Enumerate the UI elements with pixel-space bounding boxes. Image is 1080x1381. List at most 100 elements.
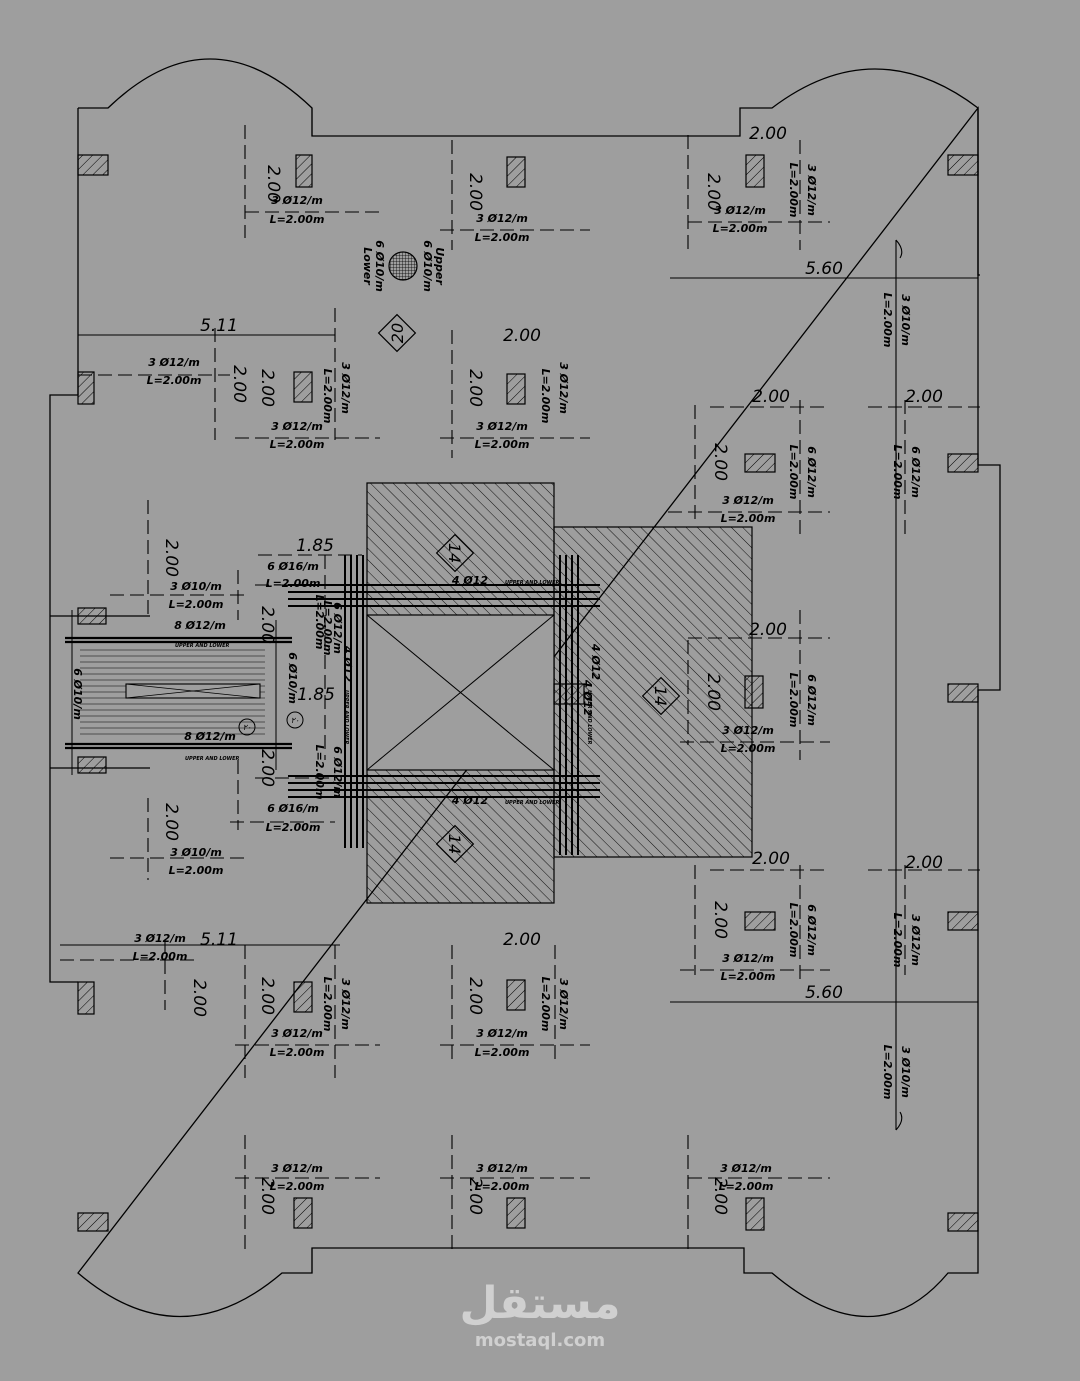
- dimension-value: 2.00: [703, 173, 723, 211]
- dimension-value: 2.00: [263, 165, 283, 203]
- upper-lower-note: UPPER AND LOWER: [175, 643, 230, 649]
- core-bars: [288, 555, 600, 855]
- rebar-label: L=2.00m: [147, 374, 202, 387]
- diamond-tag-icon: [435, 824, 475, 864]
- rebar-label: L=2.00m: [133, 950, 188, 963]
- rebar-label: 4 Ø12: [451, 574, 488, 587]
- core-slab: [366, 482, 753, 904]
- rebar-label: L=2.00m: [475, 231, 530, 244]
- dimension-value: 2.00: [710, 443, 730, 481]
- dimension-value: 2.00: [710, 901, 730, 939]
- rebar-label: Lower: [361, 247, 374, 285]
- rebar-label: L=2.00m: [475, 1180, 530, 1193]
- dimension-value: 2.00: [229, 365, 249, 403]
- rebar-label: L=2.00m: [787, 445, 800, 500]
- tag-number: ٢٠: [291, 716, 300, 725]
- dimension-value: 2.00: [257, 749, 277, 787]
- rebar-label: L=2.00m: [321, 369, 334, 424]
- rebar-label: Upper: [433, 247, 446, 285]
- rebar-label: 4 Ø12: [341, 645, 354, 682]
- rebar-labels-vertical: 3 Ø10/m L=2.00m Upper 6 Ø10/m 6 Ø10/m Lo…: [71, 163, 922, 1100]
- mesh-circle-icon: [388, 251, 418, 281]
- upper-lower-note: UPPER AND LOWER: [343, 690, 349, 745]
- diamond-tag-icon: [435, 533, 475, 573]
- rebar-label: 3 Ø12/m: [805, 164, 818, 216]
- dimension-value: 2.00: [905, 853, 943, 873]
- dimension-value: 2.00: [703, 673, 723, 711]
- stair: [65, 610, 292, 775]
- rebar-label: 3 Ø12/m: [339, 362, 352, 414]
- tag-number: 20: [388, 323, 407, 343]
- rebar-label: 3 Ø12/m: [339, 978, 352, 1030]
- dimension-value: 5.60: [805, 259, 843, 279]
- rebar-label: L=2.00m: [539, 977, 552, 1032]
- rebar-label: L=2.00m: [313, 595, 326, 650]
- dimension-value: 2.00: [752, 849, 790, 869]
- rebar-label: 4 Ø12: [581, 679, 594, 716]
- dimension-value: 2.00: [465, 1177, 485, 1215]
- rebar-label: 3 Ø12/m: [271, 420, 323, 433]
- rebar-label: L=2.00m: [169, 864, 224, 877]
- rebar-label: 6 Ø10/m: [421, 240, 434, 292]
- rebar-label: L=2.00m: [721, 742, 776, 755]
- tag-number: 14: [651, 686, 670, 706]
- rebar-label: 3 Ø12/m: [148, 356, 200, 369]
- rebar-label: 6 Ø12/m: [805, 904, 818, 956]
- tag-number: 14: [445, 834, 464, 854]
- circle-tag-icon: [286, 711, 304, 729]
- rebar-label: L=2.00m: [719, 1180, 774, 1193]
- rebar-label: 6 Ø16/m: [267, 802, 319, 815]
- rebar-label: L=2.00m: [266, 821, 321, 834]
- rebar-label: 6 Ø10/m: [286, 652, 299, 704]
- rebar-label: 6 Ø12/m: [805, 674, 818, 726]
- rebar-label: L=2.00m: [787, 903, 800, 958]
- upper-lower-note: UPPER AND LOWER: [185, 756, 240, 762]
- rebar-label: L=2.00m: [539, 369, 552, 424]
- rebar-label: 6 Ø12/m: [805, 446, 818, 498]
- dimension-value: 2.00: [503, 326, 541, 346]
- rebar-label: 3 Ø12/m: [134, 932, 186, 945]
- rebar-label: L=2.00m: [169, 598, 224, 611]
- dimension-value: 2.00: [189, 979, 209, 1017]
- rebar-label: 3 Ø12/m: [476, 420, 528, 433]
- rebar-label: 8 Ø12/m: [184, 730, 236, 743]
- watermark-url: mostaql.com: [475, 1330, 605, 1351]
- rebar-label: 3 Ø12/m: [722, 952, 774, 965]
- rebar-label: 3 Ø12/m: [909, 914, 922, 966]
- dimension-value: 1.85: [297, 685, 335, 705]
- rebar-label: L=2.00m: [787, 673, 800, 728]
- rebar-label: L=2.00m: [721, 512, 776, 525]
- dimension-value: 1.85: [296, 536, 334, 556]
- rebar-label: 3 Ø12/m: [557, 978, 570, 1030]
- tag-number: 14: [445, 543, 464, 563]
- watermark-arabic: مستقل: [460, 1278, 621, 1329]
- rebar-label: 6 Ø10/m: [373, 240, 386, 292]
- dimension-value: 2.00: [257, 977, 277, 1015]
- dimension-value: 2.00: [749, 620, 787, 640]
- rebar-label: 4 Ø12: [589, 643, 602, 680]
- rebar-label: 3 Ø12/m: [557, 362, 570, 414]
- rebar-label: L=2.00m: [313, 745, 326, 800]
- rebar-label: 3 Ø10/m: [170, 580, 222, 593]
- rebar-label: 6 Ø12/m: [331, 602, 344, 654]
- rebar-label: L=2.00m: [721, 970, 776, 983]
- rebar-label: 3 Ø12/m: [476, 212, 528, 225]
- tag-number: ٢٠: [243, 723, 252, 732]
- rebar-label: 3 Ø12/m: [476, 1162, 528, 1175]
- structural-lines: [60, 108, 978, 1273]
- dimension-value: 5.11: [200, 316, 238, 336]
- rebar-label: L=2.00m: [270, 213, 325, 226]
- rebar-label: 3 Ø12/m: [720, 1162, 772, 1175]
- rebar-label: L=2.00m: [787, 163, 800, 218]
- rebar-label: L=2.00m: [321, 601, 334, 656]
- dimension-value: 2.00: [749, 124, 787, 144]
- diamond-tag-icon: [377, 313, 417, 353]
- rebar-label: 3 Ø10/m: [899, 1046, 912, 1098]
- dimension-value: 2.00: [752, 387, 790, 407]
- dimension-value: 2.00: [465, 369, 485, 407]
- rebar-label: 6 Ø10/m: [71, 668, 84, 720]
- rebar-label: L=2.00m: [891, 445, 904, 500]
- rebar-label: 3 Ø12/m: [271, 1027, 323, 1040]
- rebar-label: 6 Ø16/m: [267, 560, 319, 573]
